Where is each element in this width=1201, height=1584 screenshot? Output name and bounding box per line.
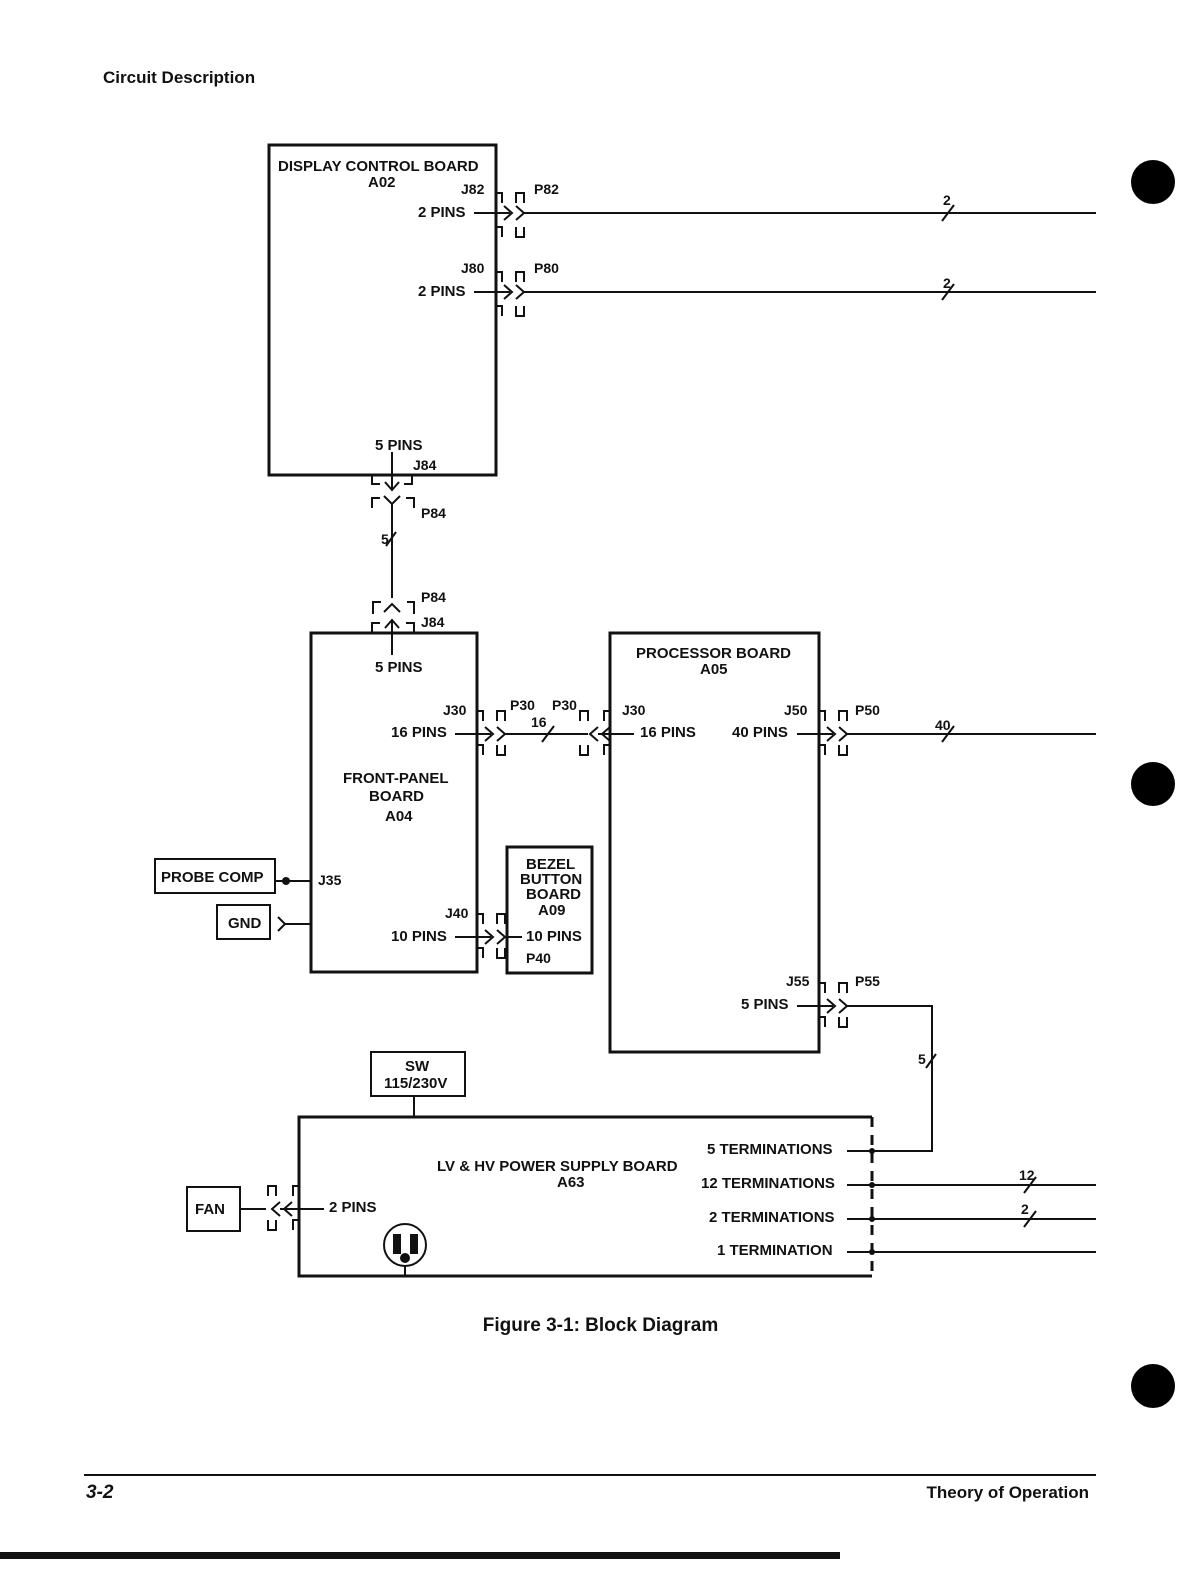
scan-edge-bar [0,1552,840,1559]
label-j84-bottom: J84 [421,614,445,630]
connector-j80-p80 [474,271,1096,317]
label-p82: P82 [534,181,559,197]
front-panel-board [309,631,479,974]
bezel-name-1: BEZEL [526,856,575,873]
label-front-10pins: 10 PINS [391,928,447,945]
footer-rule [84,1474,1096,1476]
fan-label: FAN [195,1201,225,1218]
label-bus-term12: 12 [1019,1167,1035,1183]
sw-label-1: SW [405,1058,430,1075]
label-bus-j55: 5 [918,1051,926,1067]
label-p30-proc: P30 [552,697,577,713]
label-j30-proc: J30 [622,702,646,718]
label-fan-2pins: 2 PINS [329,1199,377,1216]
power-outlet-icon [383,1223,427,1276]
label-bus-term2: 2 [1021,1201,1029,1217]
front-board-name-2: BOARD [369,788,424,805]
section-name: Theory of Operation [926,1483,1089,1502]
label-j55: J55 [786,973,810,989]
power-supply-board [297,1115,872,1278]
display-control-board [267,143,498,477]
connector-j55-p55 [797,982,937,1152]
sw-label-2: 115/230V [384,1075,447,1092]
binder-hole-top [1131,160,1175,204]
label-j30-front: J30 [443,702,467,718]
power-board-name: LV & HV POWER SUPPLY BOARD [437,1158,678,1175]
label-j40: J40 [445,905,469,921]
power-board-id: A63 [557,1174,585,1191]
probe-comp-box [154,858,276,894]
probe-comp-label: PROBE COMP [161,869,264,886]
front-board-name-1: FRONT-PANEL [343,770,449,787]
label-j80: J80 [461,260,485,276]
label-bus-j82: 2 [943,192,951,208]
label-front-5pins: 5 PINS [375,659,423,676]
processor-board-name: PROCESSOR BOARD [636,645,791,662]
label-bus-j50: 40 [935,717,951,733]
sw-box [370,1051,466,1097]
label-j82-pins: 2 PINS [418,204,466,221]
label-bus-j30: 16 [531,714,547,730]
binder-hole-bottom [1131,1364,1175,1408]
label-j80-pins: 2 PINS [418,283,466,300]
label-bus-j84: 5 [381,531,389,547]
processor-board [608,631,821,1054]
bezel-name-2: BUTTON [520,871,582,888]
label-p30-front: P30 [510,697,535,713]
connector-j30-p30 [455,710,634,756]
label-j82: J82 [461,181,485,197]
connector-j84-p84-bottom [371,601,415,655]
label-j50: J50 [784,702,808,718]
label-front-16pins: 16 PINS [391,724,447,741]
label-term-2: 2 TERMINATIONS [709,1209,835,1226]
label-term-12: 12 TERMINATIONS [701,1175,835,1192]
display-board-id: A02 [368,174,396,191]
processor-board-id: A05 [700,661,728,678]
label-j84-top: J84 [413,457,437,473]
connector-j84-p84-top [371,452,415,598]
label-bezel-10pins: 10 PINS [526,928,582,945]
display-board-name: DISPLAY CONTROL BOARD [278,158,479,175]
connector-j40-p40 [455,913,522,959]
label-proc-5pins: 5 PINS [741,996,789,1013]
label-bus-j80: 2 [943,275,951,291]
label-p80: P80 [534,260,559,276]
label-term-5: 5 TERMINATIONS [707,1141,833,1158]
connector-j50-p50 [797,710,1096,756]
connector-j82-p82 [474,192,1096,238]
label-display-5pins: 5 PINS [375,437,423,454]
label-proc-40pins: 40 PINS [732,724,788,741]
gnd-box [216,904,271,940]
bezel-name-3: BOARD [526,886,581,903]
label-j35: J35 [318,872,342,888]
label-p55: P55 [855,973,880,989]
gnd-label: GND [228,915,262,932]
bezel-button-board [505,845,594,975]
label-p84-top: P84 [421,505,446,521]
label-p40: P40 [526,950,551,966]
binder-hole-middle [1131,762,1175,806]
bezel-id: A09 [538,902,566,919]
figure-caption: Figure 3-1: Block Diagram [482,1315,719,1336]
label-proc-16pins: 16 PINS [640,724,696,741]
connector-fan [240,1185,324,1231]
label-term-1: 1 TERMINATION [717,1242,833,1259]
front-board-id: A04 [385,808,413,825]
label-p50: P50 [855,702,880,718]
label-p84-bottom: P84 [421,589,446,605]
page-header: Circuit Description [103,68,256,87]
page-number: 3-2 [86,1482,114,1503]
